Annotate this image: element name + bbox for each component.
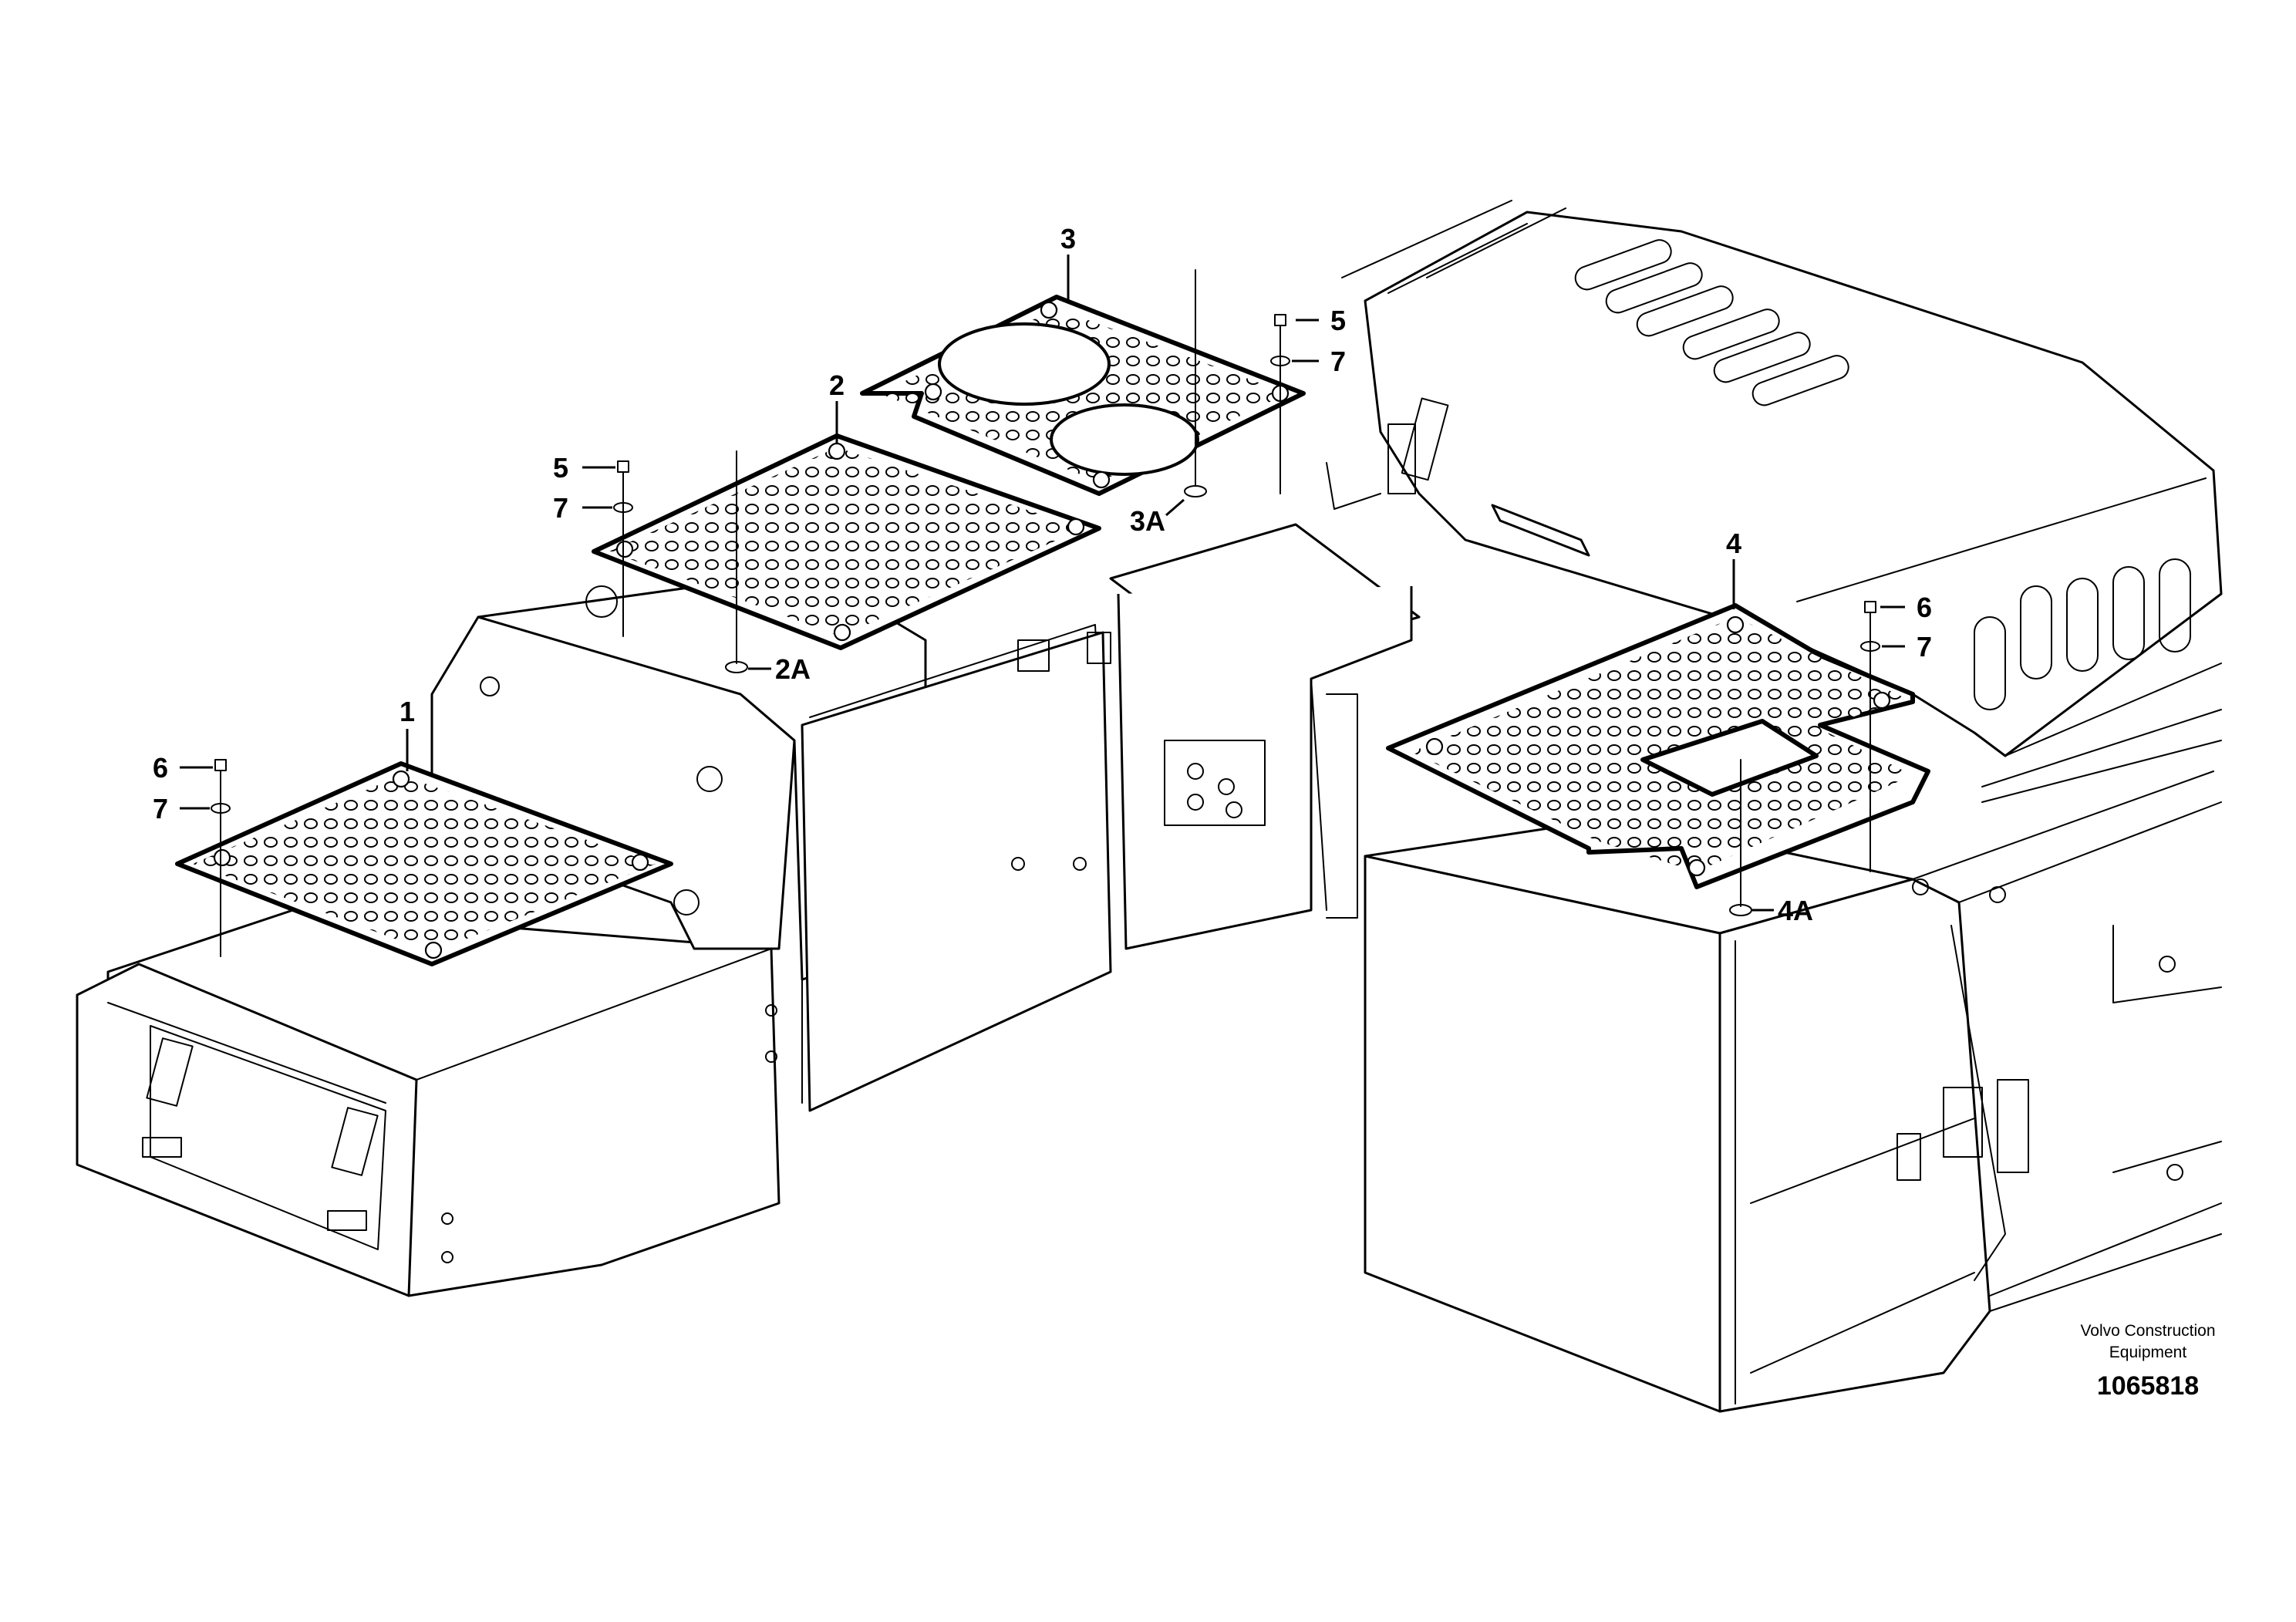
callout-6-right: 6 <box>1917 592 1932 623</box>
callout-leaders <box>180 255 1905 912</box>
callout-7-mid: 7 <box>1330 346 1346 377</box>
callout-5-mid: 5 <box>1330 305 1346 336</box>
document-stamp: Volvo Construction Equipment 1065818 <box>2080 1322 2215 1401</box>
plate-3 <box>860 295 1306 496</box>
plate-1 <box>175 761 673 966</box>
callout-7-right: 7 <box>1917 631 1932 663</box>
brand-line-2: Equipment <box>2109 1344 2187 1361</box>
callout-3a: 3A <box>1130 505 1165 537</box>
plate-4 <box>1386 603 1930 889</box>
callout-2a: 2A <box>775 653 811 685</box>
callout-labels: 1 2 2A 3 3A 4 4A 5 7 5 7 6 7 6 7 <box>153 223 1932 926</box>
callout-6-left: 6 <box>153 752 168 784</box>
callout-7-left-upper: 7 <box>553 492 568 524</box>
callout-5-left: 5 <box>553 452 568 484</box>
callout-7-left-lower: 7 <box>153 793 168 824</box>
callout-4a: 4A <box>1778 895 1813 926</box>
callout-3: 3 <box>1060 223 1076 255</box>
hood-vents <box>1574 239 2191 710</box>
fasteners <box>211 269 1880 957</box>
document-number: 1065818 <box>2097 1371 2199 1401</box>
machine-body <box>76 200 2223 1413</box>
plate-2 <box>592 433 1101 650</box>
callout-1: 1 <box>400 696 415 727</box>
callout-4: 4 <box>1726 528 1741 559</box>
brand-line-1: Volvo Construction <box>2080 1322 2215 1340</box>
callout-2: 2 <box>829 369 845 401</box>
